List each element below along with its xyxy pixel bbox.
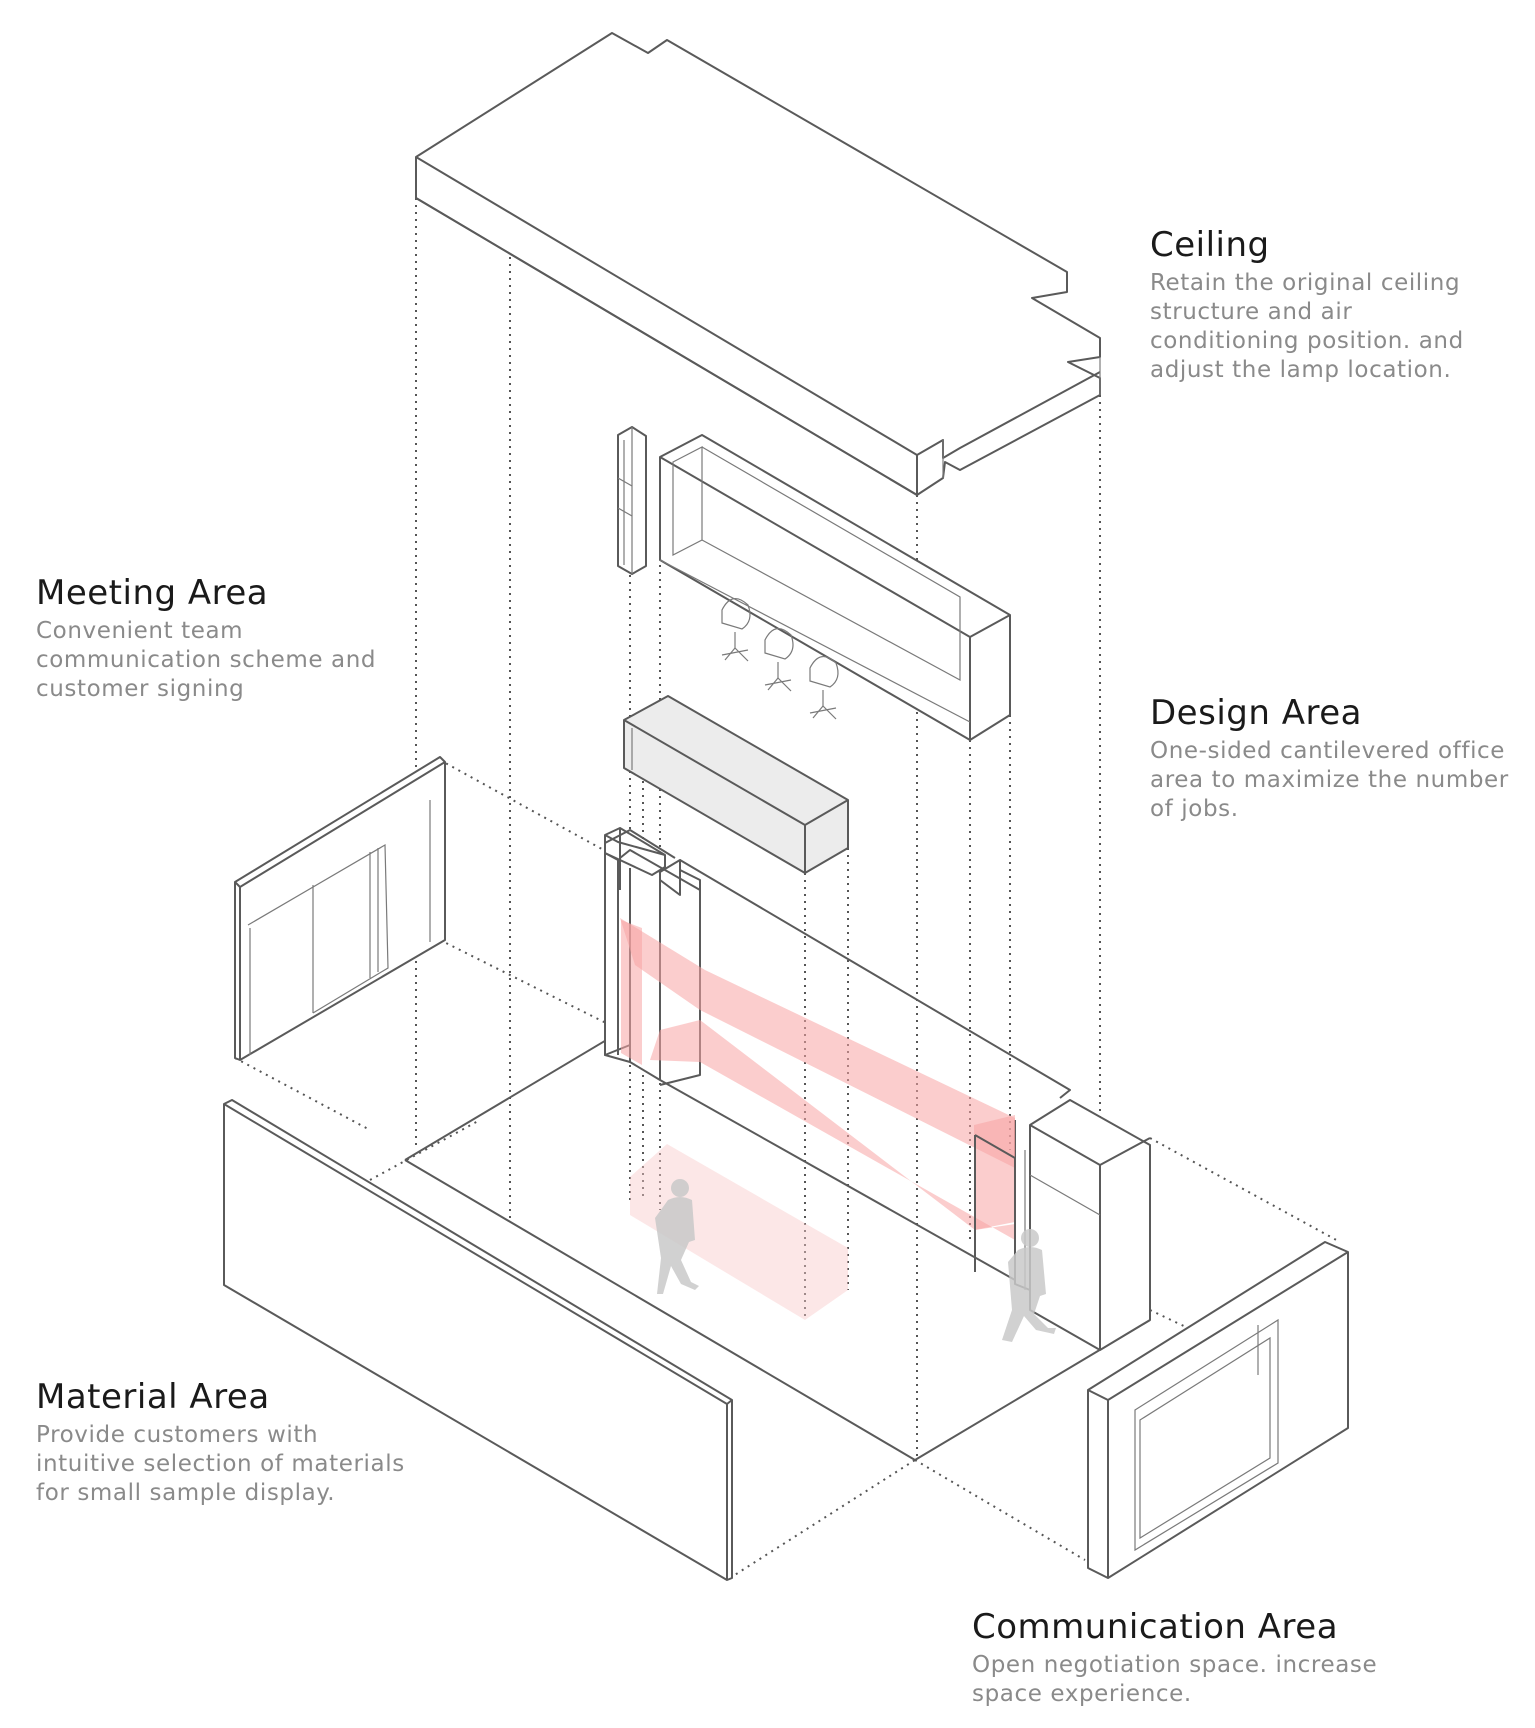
design-description: One-sided cantilevered office area to ma… [1150, 738, 1509, 822]
vertical-shelf [617, 426, 647, 575]
ceiling-annotation: Ceiling Retain the original ceiling stru… [1150, 225, 1500, 385]
floor-plane [404, 1019, 1151, 1461]
ceiling-description: Retain the original ceiling structure an… [1150, 270, 1464, 383]
material-wall [223, 1099, 733, 1581]
material-title: Material Area [36, 1377, 270, 1417]
communication-title: Communication Area [972, 1607, 1339, 1647]
design-annotation: Design Area One-sided cantilevered offic… [1150, 693, 1520, 824]
communication-wall [1087, 1241, 1349, 1579]
communication-annotation: Communication Area Open negotiation spac… [972, 1607, 1452, 1709]
communication-description: Open negotiation space. increase space e… [972, 1652, 1378, 1707]
ceiling-slab [415, 32, 1101, 496]
material-description: Provide customers with intuitive selecti… [36, 1422, 405, 1506]
meeting-wall [234, 756, 446, 1061]
meeting-title: Meeting Area [36, 573, 269, 613]
meeting-table-slab [623, 695, 849, 874]
person-silhouettes [655, 1179, 1056, 1342]
design-title: Design Area [1150, 693, 1362, 733]
ceiling-title: Ceiling [1150, 225, 1270, 265]
meeting-description: Convenient team communication scheme and… [36, 618, 377, 702]
design-cabinet [659, 434, 1011, 741]
meeting-annotation: Meeting Area Convenient team communicati… [36, 573, 426, 704]
design-back-wall [604, 827, 1071, 1281]
meeting-chairs [721, 598, 839, 720]
material-annotation: Material Area Provide customers with int… [36, 1377, 416, 1508]
